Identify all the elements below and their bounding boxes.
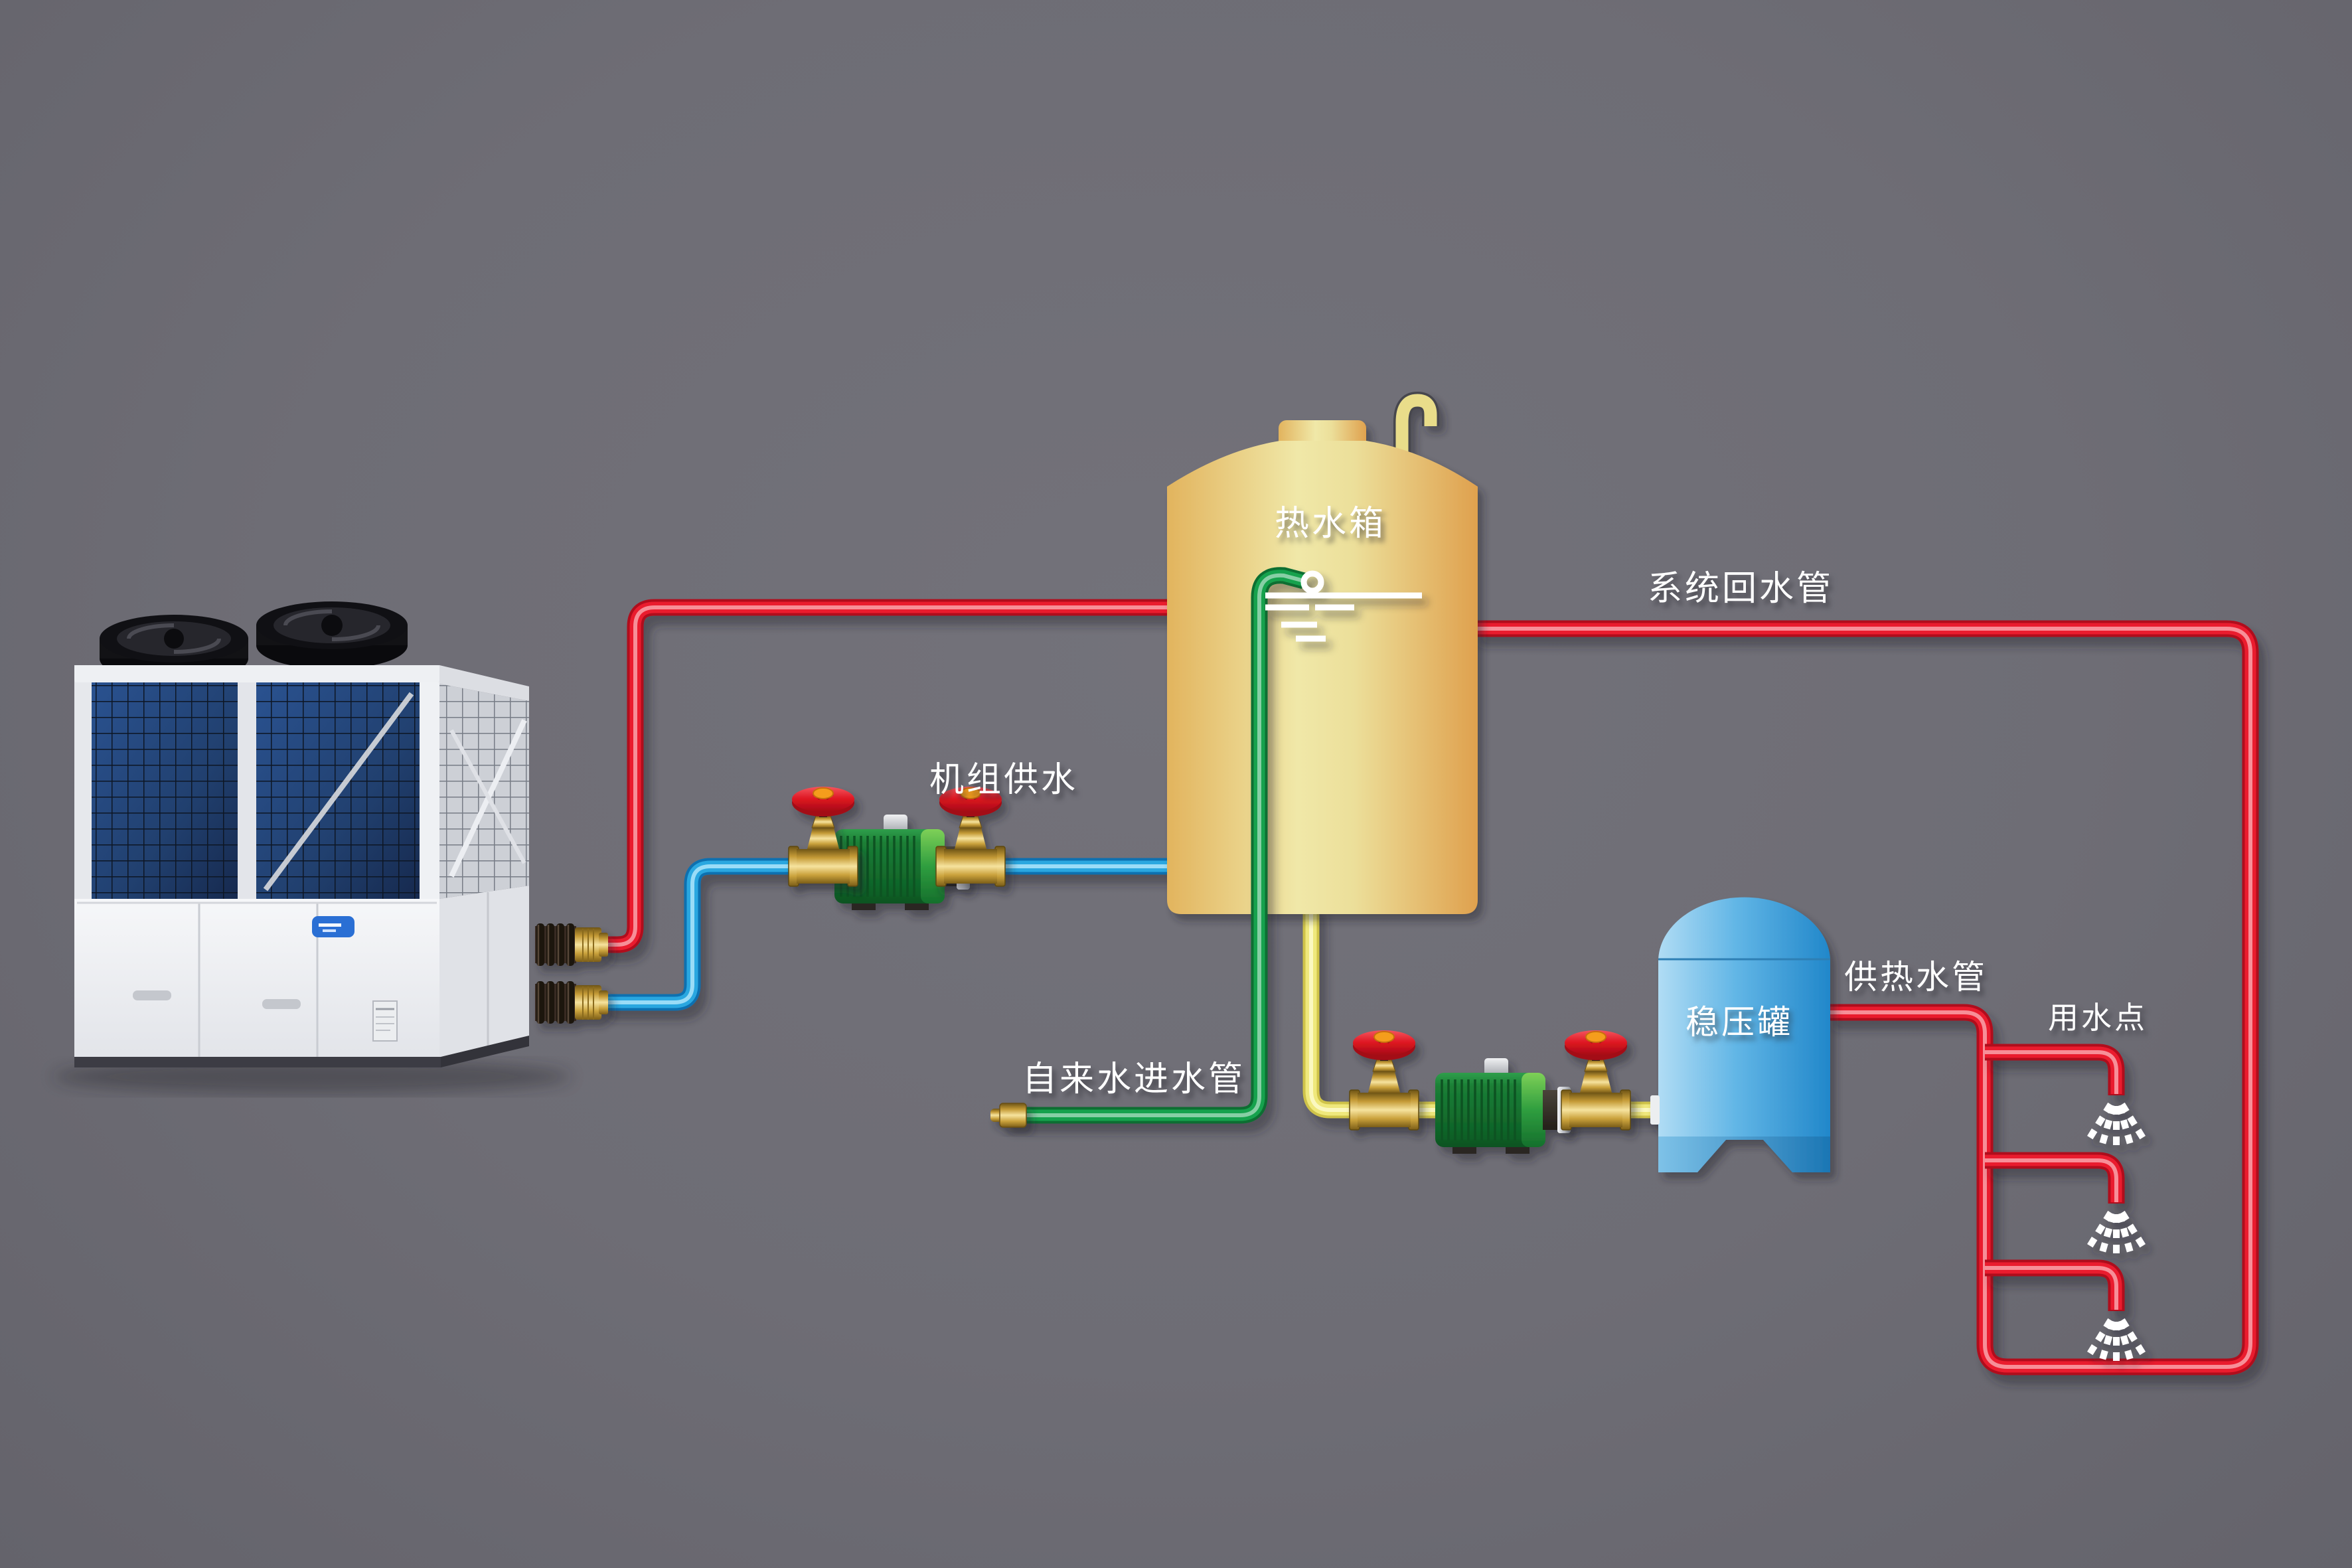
label-hot-water-tank: 热水箱 — [1275, 505, 1386, 543]
unit-top-beam — [74, 665, 439, 682]
flex-connector-cold — [535, 981, 608, 1024]
pipe-tank-to-pressure-tank — [1302, 903, 1665, 1119]
valve-unit-supply-left — [788, 787, 858, 887]
label-pressure-tank: 稳压罐 — [1686, 1004, 1793, 1041]
pressure-tank — [1650, 897, 1830, 1172]
unit-base — [74, 1057, 441, 1067]
pipe-system-return-loop — [1472, 620, 2259, 1375]
spec-plate — [372, 1000, 398, 1042]
tap-inlet-fitting — [990, 1103, 1027, 1128]
valve-tank-out-right — [1561, 1030, 1631, 1131]
unit-ground-shadow — [53, 1059, 571, 1094]
valve-unit-supply-right — [935, 787, 1006, 887]
fan-icon — [256, 601, 408, 669]
label-water-use-point: 用水点 — [2048, 1000, 2148, 1035]
label-hot-water-supply: 供热水管 — [1844, 959, 1988, 996]
pump-supply-pump-to-pressure-tank — [1435, 1058, 1571, 1154]
unit-side-cabinet — [439, 886, 529, 1061]
label-tap-water-inlet: 自来水进水管 — [1022, 1060, 1245, 1099]
heat-pump-unit — [53, 601, 571, 1094]
label-unit-supply: 机组供水 — [929, 761, 1078, 799]
pressure-tank-legs — [1658, 1137, 1830, 1172]
flex-connector-hot — [535, 923, 608, 966]
unit-vent — [133, 990, 171, 1000]
pipe-unit-supply-cold — [601, 858, 1176, 1011]
pressure-tank-dome — [1658, 897, 1830, 961]
water-spray-icon-spray-3 — [2085, 1318, 2148, 1364]
pipe-heatpump-hot-out — [601, 599, 1176, 953]
label-system-return-pipe: 系统回水管 — [1648, 570, 1834, 608]
pressure-tank-body — [1658, 959, 1830, 1140]
water-spray-icon-spray-1 — [2085, 1102, 2148, 1148]
tank-body — [1167, 441, 1478, 914]
labels-layer: 热水箱 系统回水管 机组供水 自来水进水管 稳压罐 供热水管 用水点 — [929, 505, 2148, 1099]
unit-vent — [262, 999, 301, 1009]
water-spray-icon-spray-2 — [2085, 1210, 2148, 1257]
hot-water-tank — [1167, 391, 1478, 914]
pipe-spray-branches — [1985, 1044, 2125, 1311]
valve-tank-out-left — [1349, 1030, 1419, 1131]
pipe-tap-water-inlet — [1004, 567, 1306, 1124]
water-level-icon — [1265, 570, 1422, 642]
components-layer — [535, 787, 2148, 1364]
unit-mullion — [238, 682, 256, 899]
pressure-tank-inlet-collar — [1650, 1095, 1660, 1125]
